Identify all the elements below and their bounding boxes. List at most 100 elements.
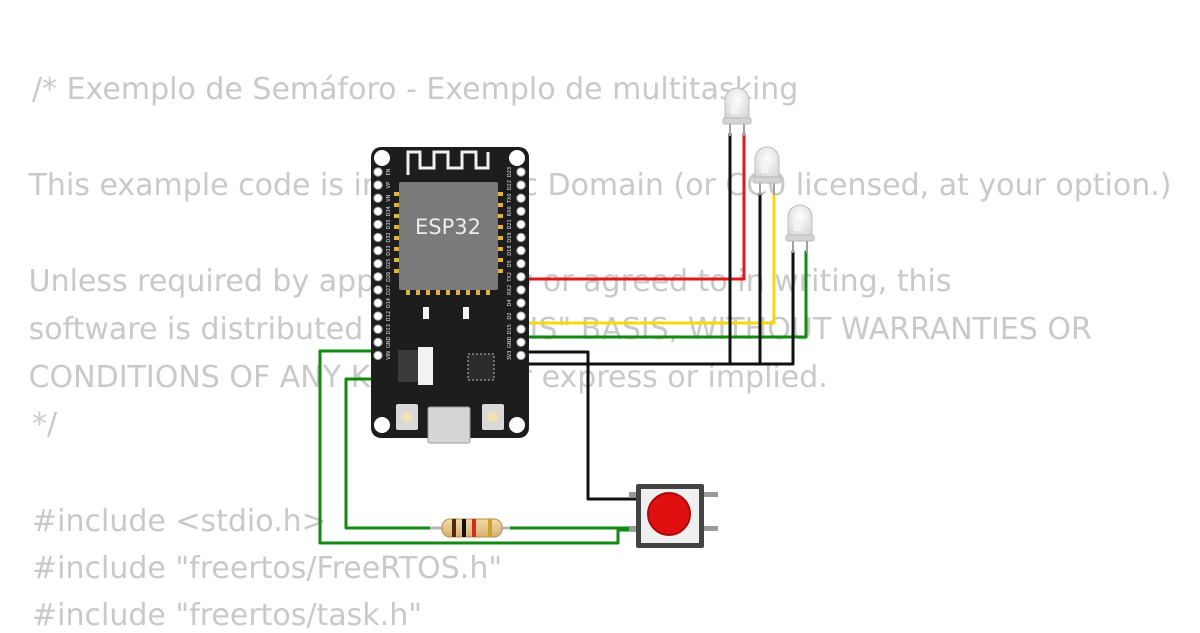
module-pad [394, 192, 400, 196]
pin-right-d18[interactable] [516, 245, 526, 256]
esp32-board[interactable]: ESP32 ENVPVND34D35D32D33D25D26D27D14D12D… [371, 147, 529, 444]
antenna-trace [406, 150, 490, 175]
module-pad [476, 289, 480, 295]
module-pad [497, 225, 503, 229]
pin-right-d22[interactable] [516, 180, 526, 190]
usb-port [427, 406, 471, 444]
pushbutton[interactable] [629, 484, 718, 548]
pin-left-d34[interactable] [373, 206, 383, 217]
mounting-hole [509, 417, 525, 433]
pin-label: D22 [507, 180, 513, 190]
pin-right-d15[interactable] [516, 324, 526, 334]
pin-label: D5 [507, 260, 513, 267]
pin-right-rx0[interactable] [516, 206, 526, 217]
pin-right-d4[interactable] [516, 298, 526, 308]
module-pad [497, 247, 503, 251]
module-pad [497, 192, 503, 196]
pin-right-rx2[interactable] [516, 285, 526, 295]
code-line: */ [32, 407, 58, 442]
pin-left-d35[interactable] [373, 219, 383, 230]
pin-right-tx2[interactable] [516, 272, 526, 282]
pin-label: 3V3 [507, 351, 513, 361]
pin-label: D14 [386, 298, 392, 308]
pin-label: D4 [507, 299, 513, 306]
pin-left-d14[interactable] [373, 298, 383, 308]
module-pads [394, 192, 503, 295]
pin-right-d19[interactable] [516, 232, 526, 243]
wire-yellow[interactable] [518, 192, 776, 325]
pin-label: EN [386, 168, 392, 175]
module-pad [394, 236, 400, 240]
pin-label: GND [386, 336, 392, 348]
pin-left-d25[interactable] [373, 259, 383, 269]
pin-label: TX0 [507, 193, 513, 204]
led-green[interactable] [785, 204, 815, 253]
pin-right-tx0[interactable] [516, 193, 526, 203]
pin-label: GND [507, 336, 513, 348]
pin-right-d2[interactable] [516, 311, 526, 321]
module-pad [394, 225, 400, 229]
pin-right-d21[interactable] [516, 219, 526, 230]
pin-left-vp[interactable] [373, 180, 383, 190]
wire-red[interactable] [518, 132, 746, 281]
module-pad [456, 289, 460, 295]
module-pad [497, 269, 503, 273]
wire-black-led1[interactable] [518, 132, 732, 366]
pin-label: D21 [507, 219, 513, 229]
pin-left-en[interactable] [373, 167, 383, 177]
wire-black-button[interactable] [518, 350, 638, 501]
pin-left-vn[interactable] [373, 193, 383, 203]
module-pad [406, 289, 410, 295]
led-red[interactable] [722, 87, 752, 136]
pin-right-d23[interactable] [516, 167, 526, 177]
pin-left-gnd[interactable] [373, 337, 383, 347]
led-yellow[interactable] [752, 146, 782, 195]
pin-right-d5[interactable] [516, 259, 526, 269]
wire-green-button[interactable] [318, 349, 638, 545]
pin-left-d27[interactable] [373, 285, 383, 295]
pin-right-3v3[interactable] [516, 350, 526, 361]
voltage-regulator [398, 350, 418, 382]
code-line: #include <stdio.h> [32, 504, 327, 539]
module-pad [426, 289, 430, 295]
pin-label: RX2 [507, 285, 513, 295]
module-pad [436, 289, 440, 295]
pin-label: VN [386, 194, 392, 201]
pin-label: TX2 [507, 272, 513, 283]
smd-part [423, 307, 429, 319]
module-pad [466, 289, 470, 295]
wire-black-led3[interactable] [518, 250, 795, 366]
pin-left-d33[interactable] [373, 245, 383, 256]
usb-chip [467, 353, 495, 381]
pin-left-d13[interactable] [373, 324, 383, 334]
pin-left-d26[interactable] [373, 272, 383, 282]
pin-label: VIN [386, 351, 392, 360]
pin-left-d12[interactable] [373, 311, 383, 321]
boot-button-cap [488, 412, 498, 422]
wire-green-led[interactable] [518, 250, 808, 339]
pin-left-d32[interactable] [373, 232, 383, 243]
resistor-band [452, 519, 456, 537]
module-pad [416, 289, 420, 295]
wire-green-resistor[interactable] [344, 377, 432, 530]
pin-left-vin[interactable] [373, 350, 383, 361]
smd-part [463, 307, 469, 319]
module-pad [497, 258, 503, 262]
pin-right-gnd[interactable] [516, 337, 526, 347]
pin-label: D26 [386, 272, 392, 282]
pin-label: RX0 [507, 206, 513, 216]
pin-label: D15 [507, 324, 513, 334]
chip-label: ESP32 [415, 215, 481, 239]
resistor-band [472, 519, 476, 537]
mounting-hole [374, 150, 390, 166]
mounting-hole [509, 150, 525, 166]
mounting-hole [374, 417, 390, 433]
resistor[interactable] [430, 518, 510, 538]
button-cap[interactable] [647, 492, 691, 536]
code-line: /* Exemplo de Semáforo - Exemplo de mult… [32, 72, 799, 107]
pin-label: D23 [507, 167, 513, 177]
code-line: #include "freertos/FreeRTOS.h" [32, 551, 503, 586]
pin-label: D13 [386, 324, 392, 334]
